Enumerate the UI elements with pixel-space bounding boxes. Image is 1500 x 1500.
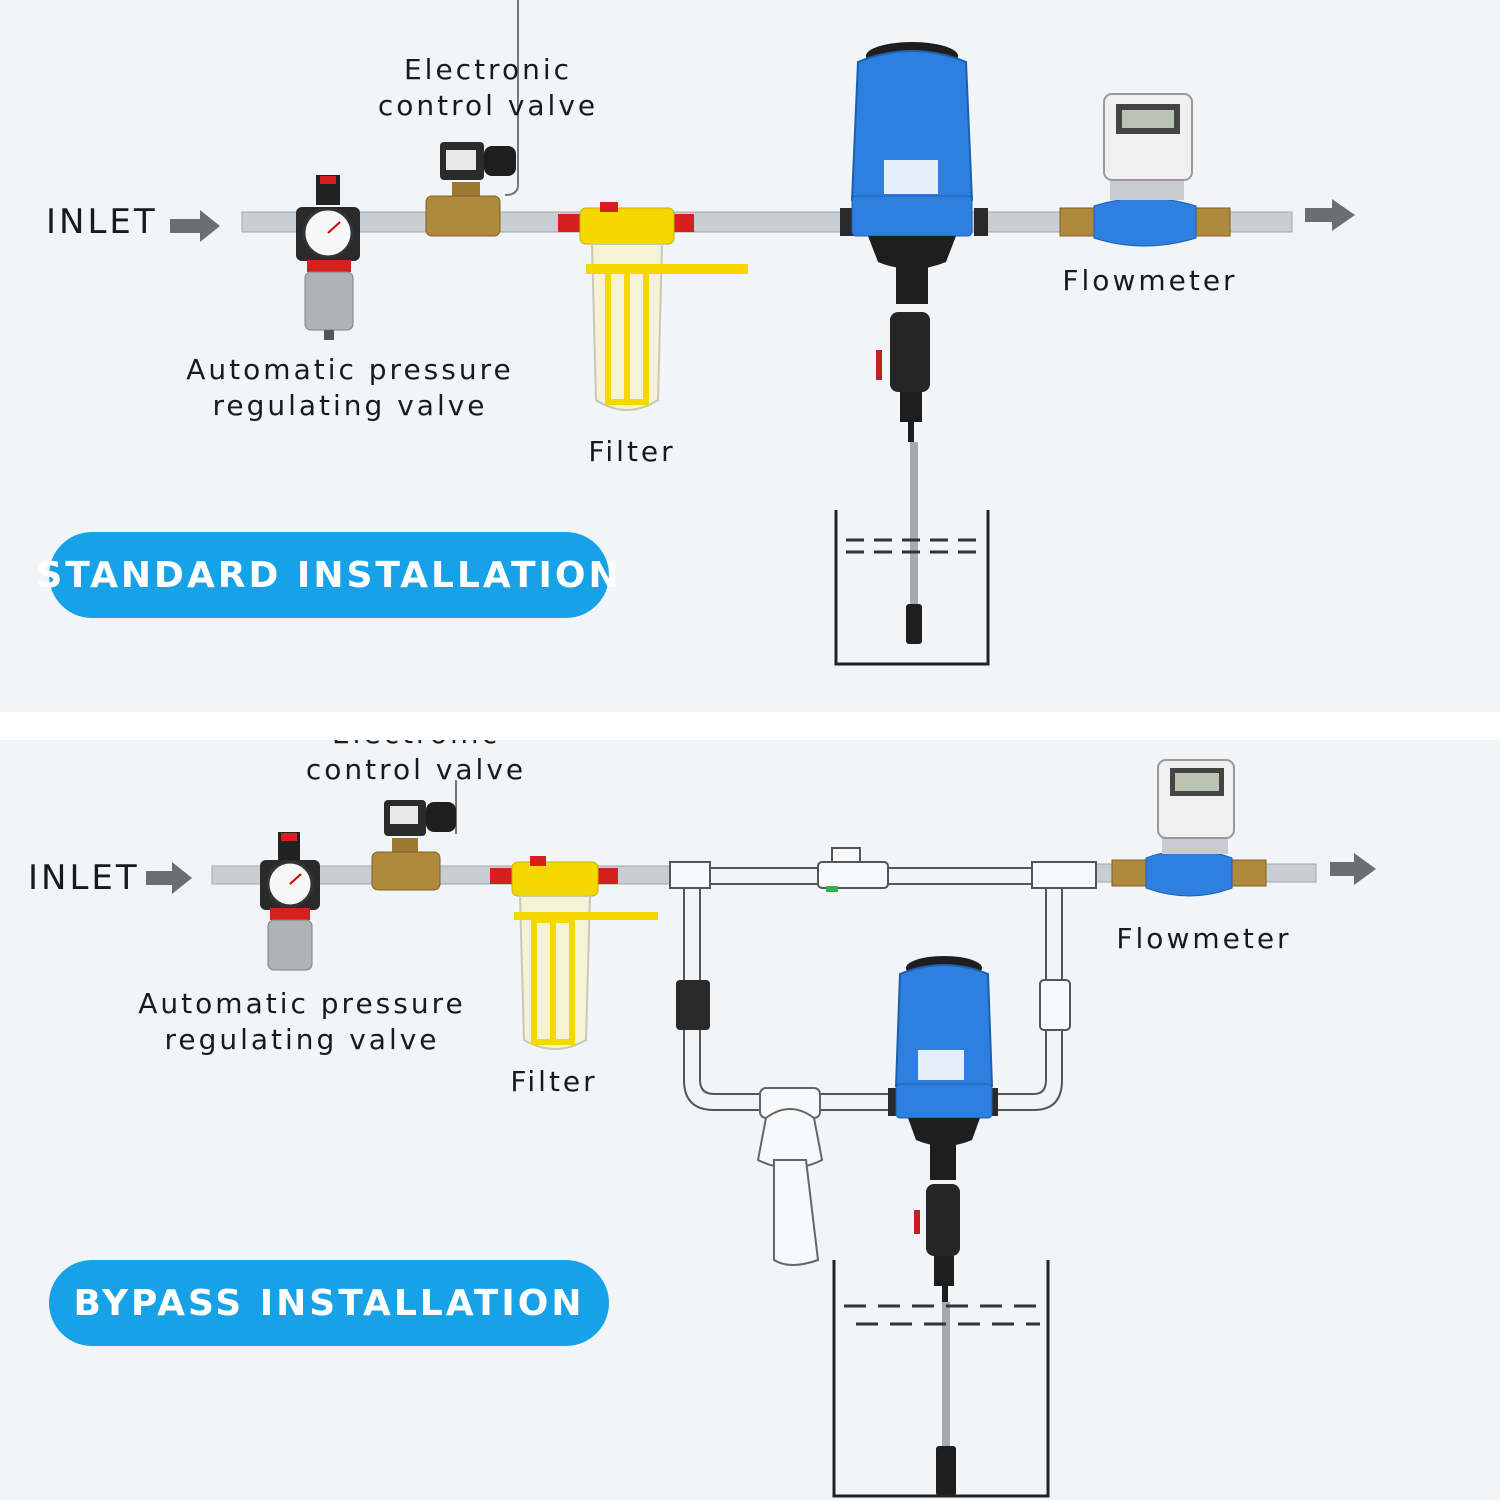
filter-housing <box>490 856 658 1050</box>
bypass-outlet-valve <box>1039 979 1071 1031</box>
pressure-regulator <box>296 175 360 340</box>
flowmeter <box>1059 93 1231 247</box>
bypass-diagram <box>146 759 1376 1498</box>
dosing-pump <box>840 42 988 644</box>
outlet-arrow-icon <box>1330 853 1376 885</box>
inlet-arrow-icon <box>170 210 220 242</box>
bypass-installation-banner: BYPASS INSTALLATION <box>49 1260 609 1346</box>
bypass-inlet-valve <box>676 980 710 1030</box>
main-pipe <box>241 211 1293 233</box>
filter-label: Filter <box>588 435 676 468</box>
bypass-filter <box>756 1087 824 1266</box>
inlet-label: INLET <box>28 858 140 898</box>
standard-diagram <box>170 0 1355 666</box>
electronic-control-valve-label: Electronic control valve <box>377 53 599 122</box>
electronic-control-valve <box>425 0 519 237</box>
inlet-arrow-icon <box>146 862 192 894</box>
flowmeter <box>1111 759 1267 897</box>
outlet-arrow-icon <box>1305 199 1355 231</box>
standard-installation-panel: INLET Electronic control valve Automatic… <box>0 0 1500 712</box>
bypass-valve <box>817 847 889 892</box>
electronic-control-valve-label: Electronic control valve <box>305 740 527 786</box>
panel-divider <box>0 712 1500 740</box>
bypass-piping <box>669 861 1097 1111</box>
bypass-installation-panel: INLET Electronic control valve Automatic… <box>0 740 1500 1500</box>
filter-housing <box>558 202 748 411</box>
dosing-pump <box>888 956 998 1496</box>
flowmeter-label: Flowmeter <box>1062 264 1238 297</box>
inlet-label: INLET <box>46 202 158 242</box>
pressure-regulating-valve-label: Automatic pressure regulating valve <box>186 353 514 422</box>
pressure-regulator <box>260 832 320 971</box>
chemical-tank <box>832 1260 1050 1498</box>
standard-installation-banner: STANDARD INSTALLATION <box>36 532 619 618</box>
electronic-control-valve <box>371 780 457 891</box>
filter-label: Filter <box>510 1065 598 1098</box>
flowmeter-label: Flowmeter <box>1116 922 1292 955</box>
pressure-regulating-valve-label: Automatic pressure regulating valve <box>138 987 466 1056</box>
chemical-tank <box>834 510 990 666</box>
